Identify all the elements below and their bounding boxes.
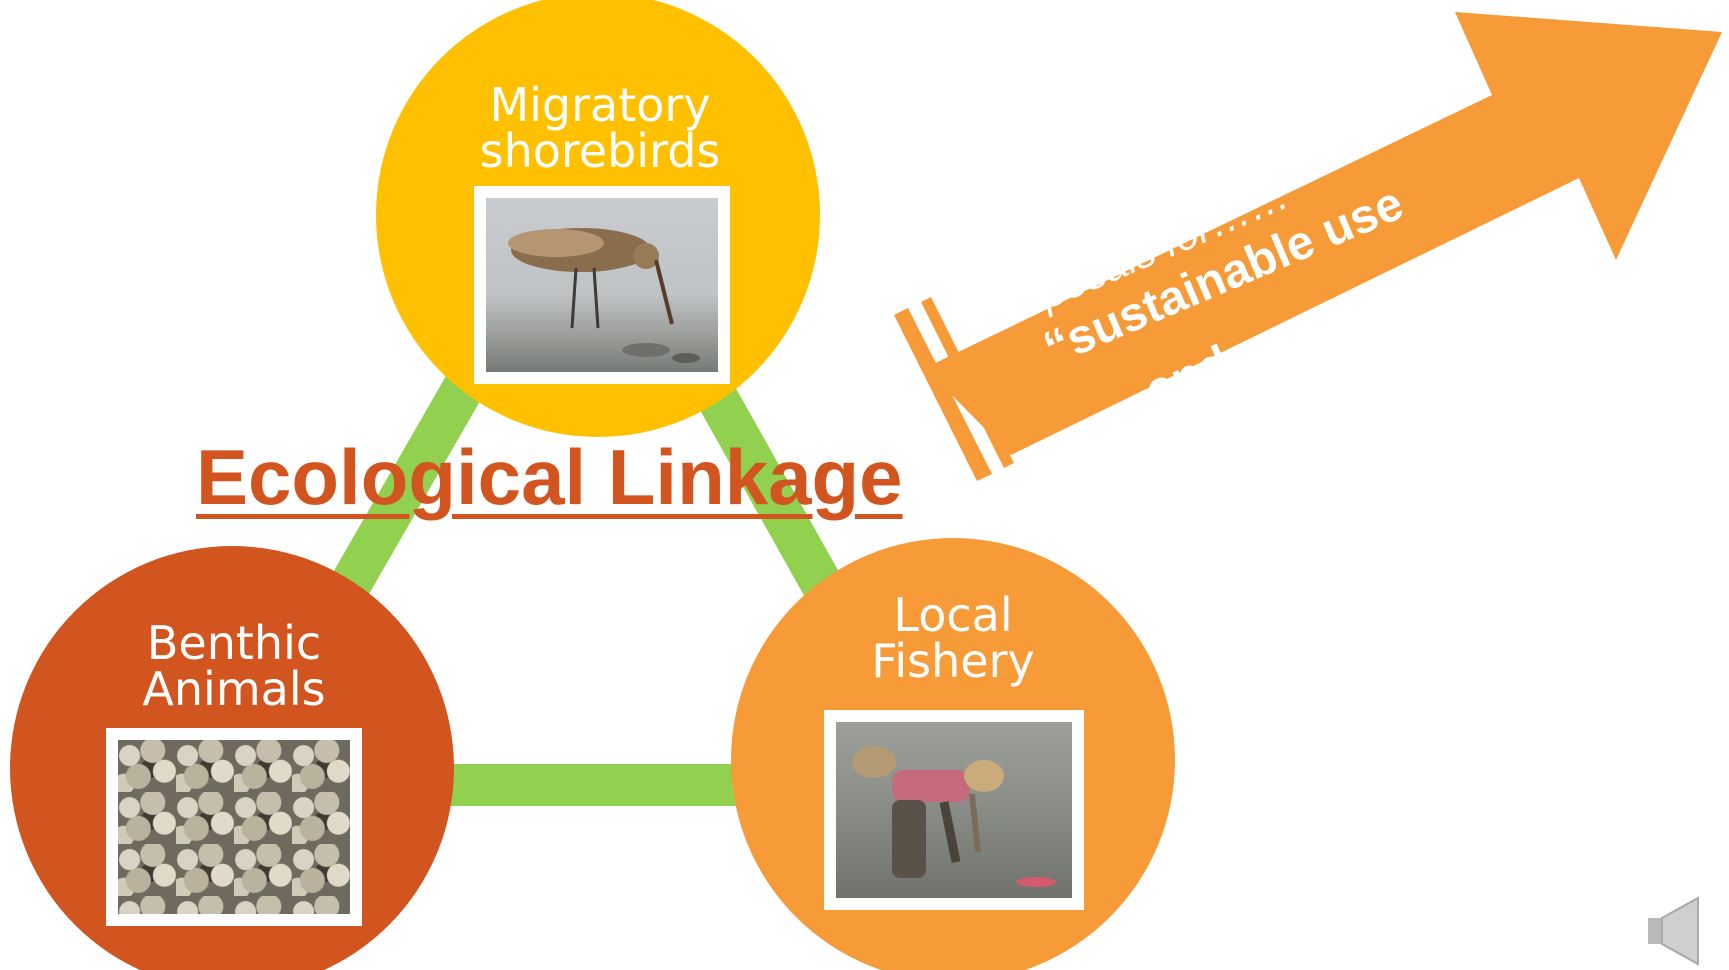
arrow-stripe-1 [894,308,992,481]
fisher-illustration [852,746,1056,887]
ecological-linkage-title: Ecological Linkage [196,433,903,521]
bird-illustration [508,228,700,363]
benthic-animals-label: Benthic Animals [64,620,404,712]
proposal-arrow [894,12,1722,481]
arrow-stripe-2 [921,297,1014,468]
label-line-2: Fishery [871,634,1035,688]
speaker-icon[interactable] [1648,896,1699,966]
migratory-shorebirds-label: Migratory shorebirds [430,82,770,174]
label-line-1: Local [893,588,1013,642]
shorebird-photo [474,186,730,384]
label-line-2: Animals [142,662,326,716]
fisher-photo [824,710,1084,910]
label-line-1: Migratory [489,78,711,132]
label-line-2: shorebirds [479,124,721,178]
local-fishery-label: Local Fishery [783,592,1123,684]
link-top-right [691,374,844,601]
label-line-1: Benthic [146,616,322,670]
arrow-body [925,12,1722,455]
link-top-left [331,374,484,596]
clams-photo [106,728,362,926]
